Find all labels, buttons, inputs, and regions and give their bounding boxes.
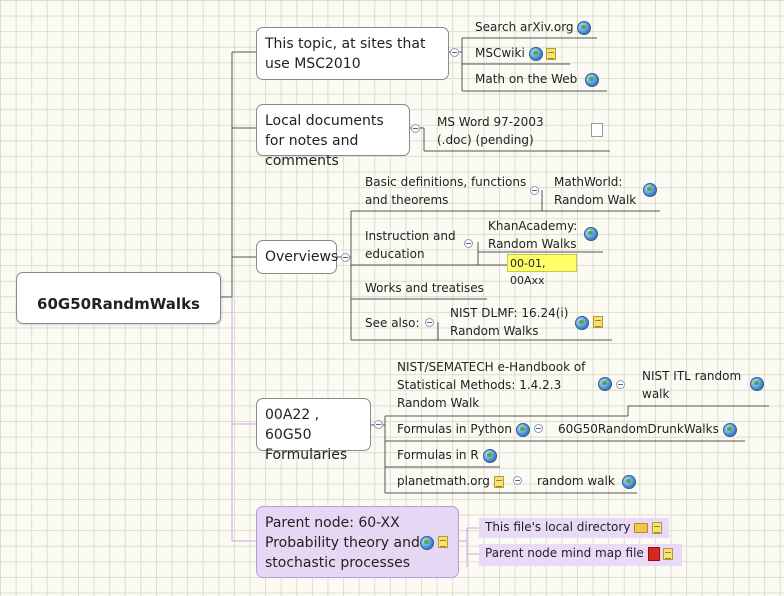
document-icon[interactable] <box>591 123 603 137</box>
nist-dlmf-label: NIST DLMF: 16.24(i) Random Walks <box>450 306 569 338</box>
globe-icon[interactable] <box>528 46 543 61</box>
instruction-education-label: Instruction and education <box>365 229 456 261</box>
formulas-python-node[interactable]: Formulas in Python <box>397 420 530 438</box>
globe-icon[interactable] <box>575 316 589 330</box>
pdf-file-icon[interactable] <box>647 546 660 561</box>
nist-itl-label: NIST ITL random walk <box>642 369 742 401</box>
note-icon[interactable] <box>493 475 504 488</box>
math-on-the-web-label: Math on the Web <box>475 72 578 86</box>
math-on-the-web-link[interactable]: Math on the Web <box>475 70 599 88</box>
planetmath-node[interactable]: planetmath.org <box>397 472 504 490</box>
see-also-node[interactable]: See also: <box>365 314 420 332</box>
random-drunk-walks-label: 60G50RandomDrunkWalks <box>558 422 719 436</box>
globe-icon[interactable] <box>598 377 612 391</box>
root-node[interactable]: 60G50RandmWalks <box>16 272 221 324</box>
nist-dlmf-link[interactable]: NIST DLMF: 16.24(i) Random Walks <box>450 304 575 340</box>
globe-icon[interactable] <box>482 448 497 463</box>
basic-definitions-label: Basic definitions, functions and theorem… <box>365 175 527 207</box>
overviews-label: Overviews <box>265 249 339 265</box>
works-treatises-node[interactable]: Works and treatises <box>365 279 484 297</box>
globe-icon[interactable] <box>622 474 637 489</box>
instruction-education-node[interactable]: Instruction and education <box>365 227 465 263</box>
msc-attribute-tag: 00-01, 00Axx <box>507 254 577 287</box>
parent-mind-map-link[interactable]: Parent node mind map file <box>479 544 682 566</box>
formularies-label: 00A22 , 60G50 Formularies <box>265 407 348 463</box>
planetmath-collapse-toggle[interactable] <box>513 476 522 485</box>
local-docs-label: Local documents for notes and comments <box>265 113 384 169</box>
nist-handbook-collapse-toggle[interactable] <box>616 380 625 389</box>
local-directory-label: This file's local directory <box>485 520 631 534</box>
mscwiki-link[interactable]: MSCwiki <box>475 44 557 62</box>
local-docs-node[interactable]: Local documents for notes and comments <box>256 104 410 169</box>
formularies-node[interactable]: 00A22 , 60G50 Formularies <box>256 398 371 463</box>
search-arxiv-link[interactable]: Search arXiv.org <box>475 18 592 36</box>
ms-word-doc-link[interactable]: MS Word 97-2003 (.doc) (pending) <box>437 113 577 149</box>
nist-handbook-label: NIST/SEMATECH e-Handbook of Statistical … <box>397 360 586 410</box>
khanacademy-label: KhanAcademy: Random Walks <box>488 219 578 251</box>
globe-icon[interactable] <box>577 20 592 35</box>
parent-node-label: Parent node: 60-XX Probability theory an… <box>265 515 420 571</box>
note-icon[interactable] <box>438 536 448 548</box>
nist-itl-link[interactable]: NIST ITL random walk <box>642 367 747 403</box>
see-also-collapse-toggle[interactable] <box>425 318 434 327</box>
nist-handbook-link[interactable]: NIST/SEMATECH e-Handbook of Statistical … <box>397 358 597 412</box>
works-treatises-label: Works and treatises <box>365 281 484 295</box>
globe-icon[interactable] <box>643 183 657 197</box>
mathworld-link[interactable]: MathWorld: Random Walk <box>554 173 639 209</box>
formulas-r-label: Formulas in R <box>397 448 479 462</box>
globe-icon[interactable] <box>750 377 764 391</box>
note-icon[interactable] <box>652 521 663 534</box>
instruction-collapse-toggle[interactable] <box>464 239 473 248</box>
random-walk-link[interactable]: random walk <box>537 472 637 490</box>
folder-icon[interactable] <box>634 522 649 533</box>
globe-icon[interactable] <box>584 227 598 241</box>
note-icon[interactable] <box>593 316 603 328</box>
formulas-r-link[interactable]: Formulas in R <box>397 446 497 464</box>
globe-icon[interactable] <box>584 72 599 87</box>
parent-mind-map-label: Parent node mind map file <box>485 546 644 560</box>
globe-icon[interactable] <box>722 422 737 437</box>
planetmath-label: planetmath.org <box>397 474 490 488</box>
khanacademy-link[interactable]: KhanAcademy: Random Walks <box>488 217 584 253</box>
overviews-node[interactable]: Overviews <box>256 240 339 274</box>
topic-sites-node[interactable]: This topic, at sites that use MSC2010 <box>256 27 449 80</box>
note-icon[interactable] <box>663 547 674 560</box>
random-walk-label: random walk <box>537 474 615 488</box>
search-arxiv-label: Search arXiv.org <box>475 20 574 34</box>
overviews-collapse-toggle[interactable] <box>341 253 350 262</box>
local-directory-link[interactable]: This file's local directory <box>479 518 669 538</box>
topic-sites-label: This topic, at sites that use MSC2010 <box>265 36 426 72</box>
random-drunk-walks-link[interactable]: 60G50RandomDrunkWalks <box>558 420 737 438</box>
topic-sites-collapse-toggle[interactable] <box>450 48 459 57</box>
formularies-collapse-toggle[interactable] <box>374 420 383 429</box>
see-also-label: See also: <box>365 316 420 330</box>
note-icon[interactable] <box>546 47 557 60</box>
mathworld-label: MathWorld: Random Walk <box>554 175 637 207</box>
ms-word-doc-label: MS Word 97-2003 (.doc) (pending) <box>437 115 544 147</box>
local-docs-collapse-toggle[interactable] <box>411 124 420 133</box>
globe-icon[interactable] <box>420 536 434 550</box>
mscwiki-label: MSCwiki <box>475 46 525 60</box>
globe-icon[interactable] <box>515 422 530 437</box>
basic-definitions-node[interactable]: Basic definitions, functions and theorem… <box>365 173 530 209</box>
python-collapse-toggle[interactable] <box>534 424 543 433</box>
basic-definitions-collapse-toggle[interactable] <box>530 186 539 195</box>
formulas-python-label: Formulas in Python <box>397 422 512 436</box>
